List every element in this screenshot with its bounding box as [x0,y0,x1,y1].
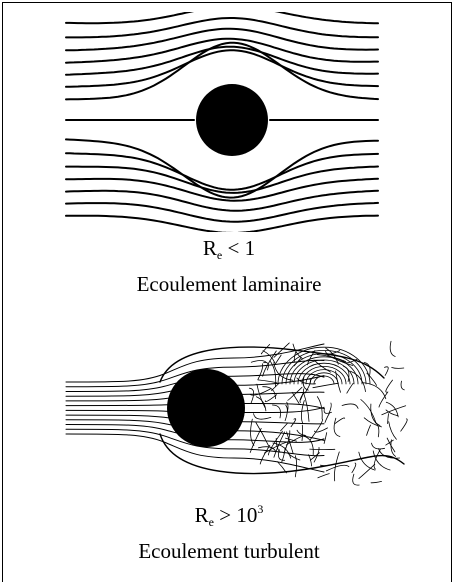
wake-stroke [329,403,331,414]
wake-stroke [342,404,358,408]
wake-stroke [292,392,299,403]
turbulent-wake [249,341,407,485]
wake-stroke [374,449,380,469]
wake-stroke [385,367,389,376]
wake-stroke [310,419,323,440]
wake-stroke [326,465,349,471]
wake-stroke [318,474,329,478]
wake-stroke [320,465,330,466]
wake-stroke [401,381,404,390]
wake-stroke [347,383,353,393]
wake-stroke [282,448,285,462]
wake-stroke [401,419,408,431]
streamline [66,153,378,190]
wake-stroke [389,422,397,440]
wake-stroke [288,387,302,400]
wake-stroke [304,393,310,422]
wake-stroke [274,363,293,381]
wake-stroke [386,380,393,392]
wake-vortex [278,347,370,384]
reynolds-expression: Re > 103 [195,503,264,527]
wake-stroke [310,453,319,461]
turbulent-reynolds-caption: Re > 103 [0,503,458,527]
wake-stroke [285,405,287,420]
wake-stroke [275,355,281,365]
wake-stroke [371,481,382,482]
wake-stroke [249,388,253,403]
wake-stroke [372,443,385,449]
wake-stroke [304,436,313,455]
wake-stroke [301,389,304,400]
wake-stroke [297,430,305,435]
wake-stroke [313,383,339,388]
wake-stroke [272,405,280,418]
streamline [66,50,378,87]
wake-stroke [353,474,360,485]
wake-stroke [274,343,289,357]
wake-stroke [362,383,385,399]
wake-stroke [258,380,277,383]
wake-stroke [301,401,304,423]
wake-stroke [251,419,254,445]
wake-stroke [302,425,303,441]
wake-stroke [305,379,311,393]
wake-stroke [352,463,356,473]
wake-stroke [390,341,395,356]
wake-stroke [324,433,327,444]
wake-stroke [335,418,345,423]
cylinder-obstacle [167,369,245,447]
cylinder-obstacle [196,84,268,156]
wake-stroke [254,414,271,420]
streamline [66,216,378,232]
turbulent-flow-diagram [64,338,410,488]
wake-stroke [344,366,349,381]
wake-stroke [388,414,389,424]
wake-stroke [281,423,288,431]
wake-stroke [359,452,375,470]
wake-stroke [325,413,330,423]
wake-stroke [367,425,371,435]
laminar-flow-diagram [60,12,390,232]
laminar-reynolds-caption: Re < 1 [0,236,458,260]
reynolds-expression: Re < 1 [203,236,255,260]
wake-stroke [392,368,404,369]
wake-stroke [264,362,269,370]
wake-stroke [391,440,396,457]
turbulent-label: Ecoulement turbulent [0,539,458,563]
laminar-label: Ecoulement laminaire [0,272,458,296]
